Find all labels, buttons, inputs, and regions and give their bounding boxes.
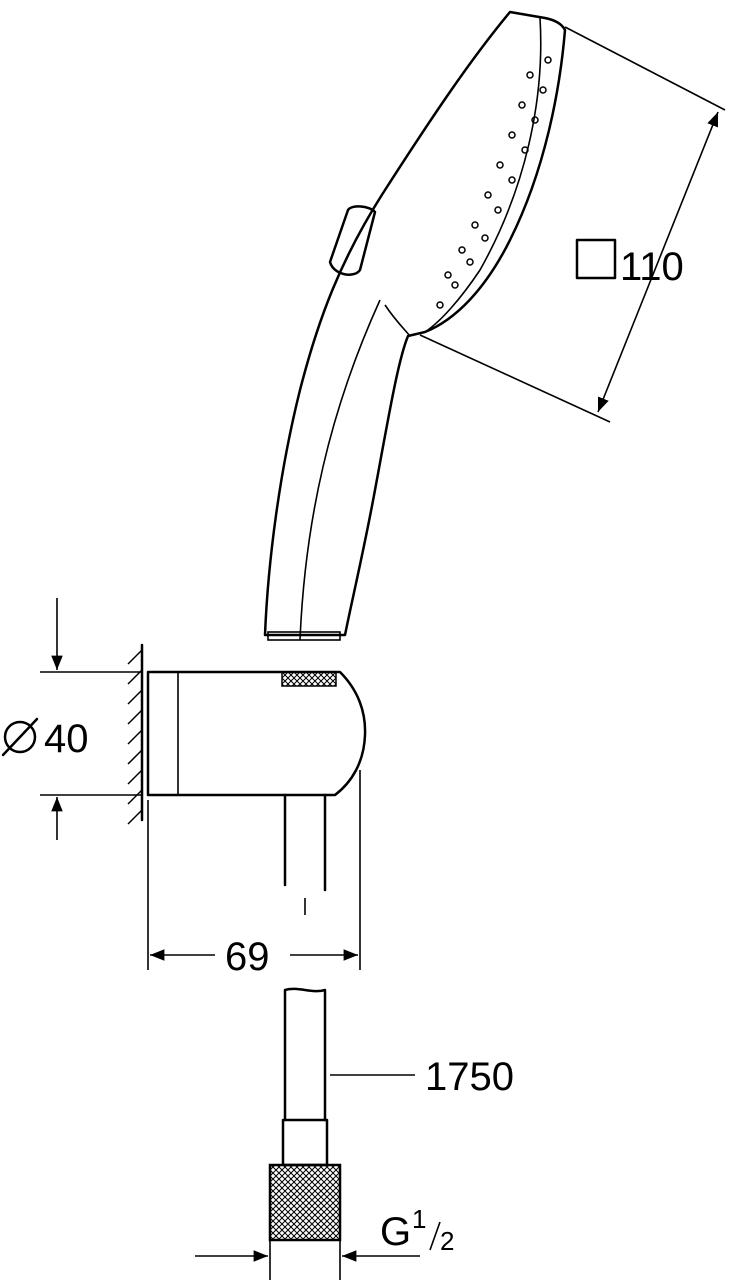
holder-diameter-dimension: 40 <box>1 598 142 840</box>
hose-length-label: 1750 <box>425 1055 514 1099</box>
hose: 1750 <box>268 987 514 1242</box>
thread-denominator: 2 <box>440 1226 454 1256</box>
square-symbol-icon <box>575 238 617 280</box>
thread-numerator: 1 <box>412 1204 426 1234</box>
wall-hatch <box>127 649 143 825</box>
holder-depth-dimension: 69 <box>147 770 361 979</box>
spray-button <box>328 205 377 276</box>
head-size-dimension: 110 <box>419 26 726 423</box>
handle-ring <box>267 631 341 641</box>
thread-prefix: G <box>380 1210 411 1254</box>
thread-dimension: G 1 2 <box>195 1204 454 1280</box>
wall-holder <box>127 643 367 915</box>
hand-shower <box>263 10 567 641</box>
diameter-symbol-icon <box>3 720 37 754</box>
spray-nozzles <box>436 56 552 309</box>
head-size-label: 110 <box>620 245 684 289</box>
holder-knurl <box>281 671 337 687</box>
hose-nut <box>268 1163 342 1242</box>
holder-diameter-label: 40 <box>44 717 89 761</box>
holder-depth-label: 69 <box>225 935 270 979</box>
